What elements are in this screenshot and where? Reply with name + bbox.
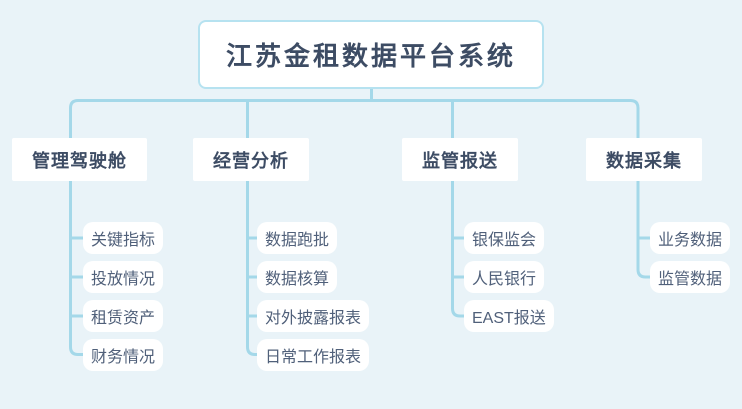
child-node-east-reporting: EAST报送 bbox=[464, 300, 554, 332]
root-node-title: 江苏金租数据平台系统 bbox=[198, 20, 544, 89]
branch4-spine-line bbox=[630, 99, 656, 279]
child-node-financial-status: 财务情况 bbox=[83, 339, 164, 371]
branch-node-business-analysis: 经营分析 bbox=[193, 138, 309, 181]
child-node-business-data: 业务数据 bbox=[650, 222, 731, 254]
branch2-spine-line bbox=[246, 102, 263, 356]
branch-node-management-cockpit: 管理驾驶舱 bbox=[12, 138, 147, 181]
child-node-data-accounting: 数据核算 bbox=[257, 261, 338, 293]
child-node-pboc: 人民银行 bbox=[464, 261, 545, 293]
child-node-external-disclosure-reports: 对外披露报表 bbox=[257, 300, 370, 332]
child-node-daily-work-reports: 日常工作报表 bbox=[257, 339, 370, 371]
child-node-regulatory-data: 监管数据 bbox=[650, 261, 731, 293]
child-node-data-batch: 数据跑批 bbox=[257, 222, 338, 254]
child-node-leasing-assets: 租赁资产 bbox=[83, 300, 164, 332]
branch-node-data-collection: 数据采集 bbox=[586, 138, 702, 181]
child-node-key-indicators: 关键指标 bbox=[83, 222, 164, 254]
child-node-cbirc: 银保监会 bbox=[464, 222, 545, 254]
branch3-spine-line bbox=[451, 102, 470, 318]
branch1-spine-line bbox=[69, 99, 89, 356]
child-node-lending-status: 投放情况 bbox=[83, 261, 164, 293]
branch-node-regulatory-reporting: 监管报送 bbox=[402, 138, 518, 181]
